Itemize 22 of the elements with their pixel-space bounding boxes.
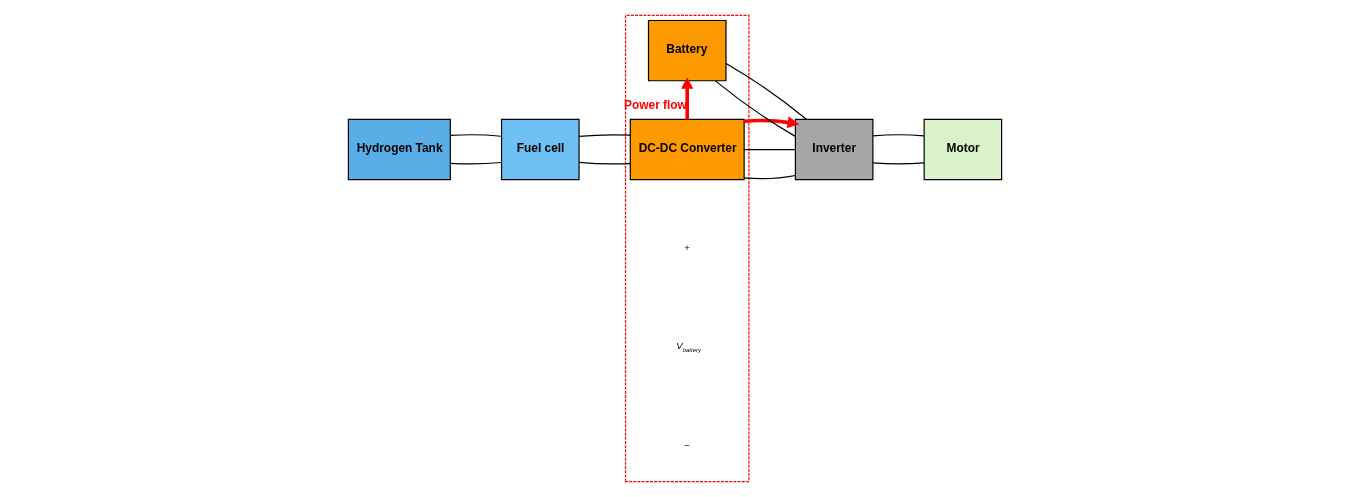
- node-box: Motor: [923, 118, 1003, 181]
- connector: [872, 134, 925, 137]
- connector: [725, 62, 807, 120]
- label: −: [684, 439, 690, 451]
- arrow: [744, 116, 800, 129]
- node-box: Hydrogen Tank: [347, 118, 451, 181]
- connector: [872, 162, 925, 165]
- node-box: Inverter: [794, 118, 874, 181]
- connector: [578, 161, 631, 165]
- connector: [714, 80, 796, 137]
- label: V$_{battery}$: [676, 340, 701, 354]
- arrow: [681, 77, 694, 120]
- cluster: [624, 14, 750, 483]
- connector: [449, 161, 502, 165]
- connector: [743, 174, 796, 180]
- node-box: Battery: [647, 19, 727, 82]
- label: +: [684, 241, 690, 253]
- node-box: DC-DC Converter: [629, 118, 745, 181]
- connector: [578, 134, 631, 137]
- connector: [743, 148, 796, 151]
- connector: [449, 134, 502, 137]
- node-box: Fuel cell: [500, 118, 580, 181]
